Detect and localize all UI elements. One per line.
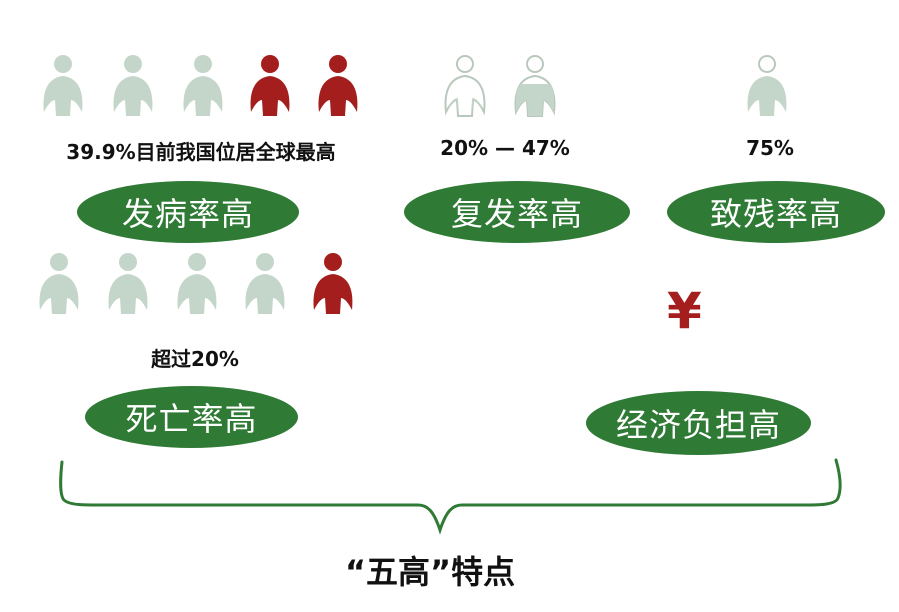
person-gray-icon <box>103 252 153 316</box>
incidence-label: 发病率高 <box>77 181 299 243</box>
person-gray-icon <box>108 54 158 118</box>
incidence-stat: 39.9%目前我国位居全球最高 <box>66 140 336 164</box>
recurrence-label: 复发率高 <box>404 181 630 243</box>
person-gray-icon <box>172 252 222 316</box>
economic-label: 经济负担高 <box>586 391 811 455</box>
person-gray-icon <box>240 252 290 316</box>
person-gray-icon <box>178 54 228 118</box>
mortality-label: 死亡率高 <box>85 386 298 448</box>
person-gray-icon <box>34 252 84 316</box>
person-partial-icon <box>510 54 560 118</box>
person-red-icon <box>245 54 295 118</box>
person-gray-icon <box>38 54 88 118</box>
person-red-icon <box>308 252 358 316</box>
mortality-stat: 超过20% <box>151 347 239 371</box>
yen-icon: ¥ <box>667 282 702 340</box>
caption-title: “五高”特点 <box>345 553 516 591</box>
recurrence-stat: 20% — 47% <box>440 136 570 160</box>
person-red-icon <box>313 54 363 118</box>
person-gray-icon <box>742 54 792 118</box>
person-partial-icon <box>440 54 490 118</box>
disability-stat: 75% <box>746 136 794 160</box>
disability-label: 致残率高 <box>667 181 885 243</box>
